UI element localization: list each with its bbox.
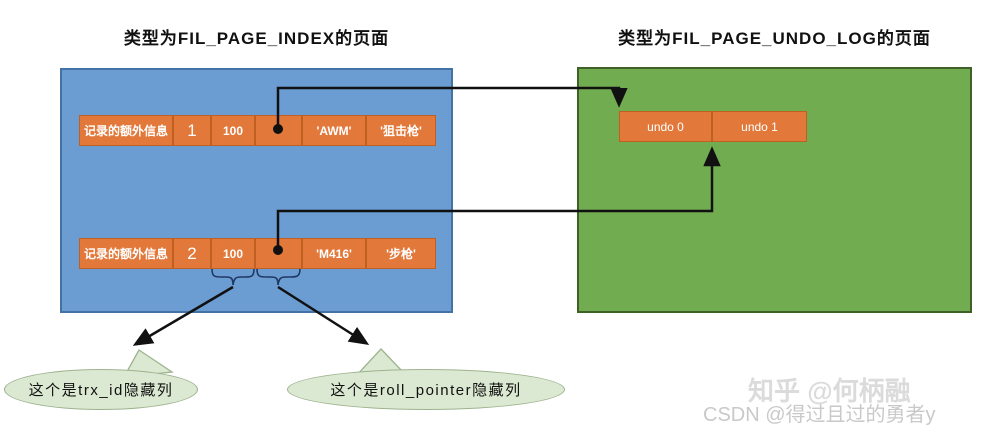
undo-0-cell: undo 0 — [619, 111, 712, 142]
record2-extra-info-cell: 记录的额外信息 — [79, 238, 173, 269]
csdn-watermark: CSDN @得过且过的勇者y — [703, 404, 936, 426]
fil-page-index-box: 记录的额外信息 1 100 'AWM' '狙击枪' 记录的额外信息 2 100 … — [60, 68, 453, 313]
record-row-1: 记录的额外信息 1 100 'AWM' '狙击枪' — [79, 115, 436, 146]
fil-page-undo-log-box: undo 0 undo 1 — [577, 67, 972, 313]
record2-trx-id-cell: 100 — [211, 238, 255, 269]
index-page-title: 类型为FIL_PAGE_INDEX的页面 — [123, 29, 390, 48]
record1-extra-info-cell: 记录的额外信息 — [79, 115, 173, 146]
undo-page-title: 类型为FIL_PAGE_UNDO_LOG的页面 — [618, 29, 931, 48]
record-row-2: 记录的额外信息 2 100 'M416' '步枪' — [79, 238, 436, 269]
undo-log-row: undo 0 undo 1 — [619, 111, 807, 142]
trx-id-callout: 这个是trx_id隐藏列 — [4, 369, 198, 410]
record1-roll-pointer-cell — [255, 115, 302, 146]
record2-name-cell: 'M416' — [302, 238, 366, 269]
record2-category-cell: '步枪' — [366, 238, 436, 269]
record1-name-cell: 'AWM' — [302, 115, 366, 146]
roll-pointer-callout: 这个是roll_pointer隐藏列 — [287, 369, 565, 410]
undo-1-cell: undo 1 — [712, 111, 807, 142]
record1-pk-cell: 1 — [173, 115, 211, 146]
zhihu-watermark: 知乎 @何柄融 — [748, 376, 911, 406]
record2-roll-pointer-cell — [255, 238, 302, 269]
record1-trx-id-cell: 100 — [211, 115, 255, 146]
record2-pk-cell: 2 — [173, 238, 211, 269]
record1-category-cell: '狙击枪' — [366, 115, 436, 146]
